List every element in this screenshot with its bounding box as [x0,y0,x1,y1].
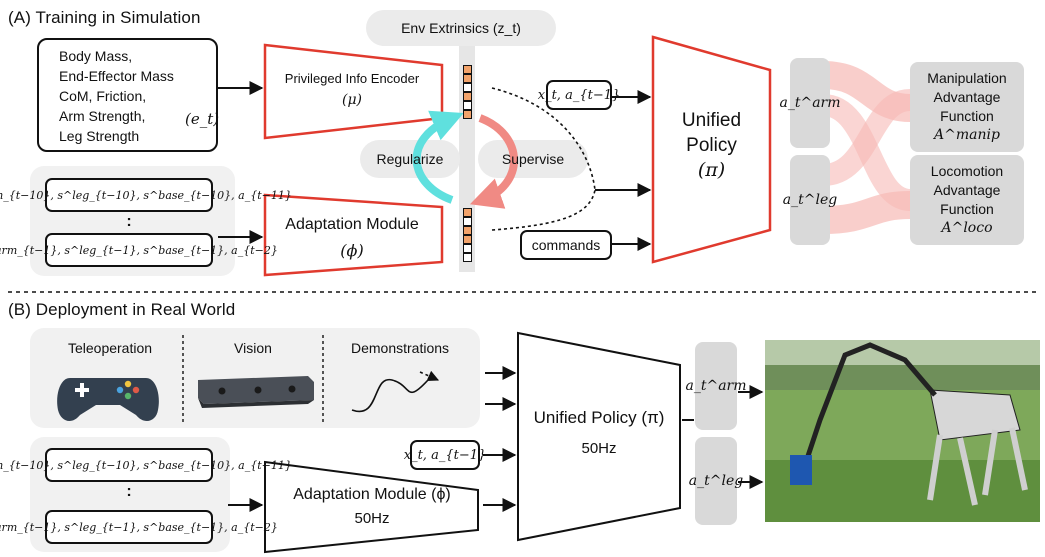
regularize-pill [360,140,460,178]
obs-dots-b: : [126,483,132,500]
obs-dots-a: : [126,213,132,230]
loco-line: Function [940,201,994,217]
loco-line: Advantage [933,182,1001,198]
adaptation-symbol-a: (ϕ) [340,240,364,260]
policy-rate-b: 50Hz [581,440,617,457]
obs-box-top-a: s^arm_{t−10}, s^leg_{t−10}, s^base_{t−10… [0,178,292,212]
obs-box-bottom-a: s^arm_{t−1}, s^leg_{t−1}, s^base_{t−1}, … [0,233,278,267]
adaptation-label-b: Adaptation Module (ϕ) [293,486,451,503]
squiggle-trajectory-icon [351,379,429,413]
commands-box: commands [520,230,612,260]
privileged-line: Arm Strength, [59,108,146,124]
section-a-title: (A) Training in Simulation [8,8,201,27]
privileged-line: CoM, Friction, [59,88,147,104]
manip-line: Manipulation [927,70,1007,86]
a-leg-pill-b: a_t^leg [689,437,743,525]
depth-camera-icon [198,376,314,408]
policy-line-2: Policy [686,135,737,156]
input-demonstrations: Demonstrations [350,340,450,356]
env-extrinsics-label: Env Extrinsics (z_t) [401,20,521,36]
obs-box-top-b: s^arm_{t−10}, s^leg_{t−10}, s^base_{t−10… [0,448,292,482]
encoder-symbol: (μ) [341,92,363,108]
adaptation-label-a: Adaptation Module [285,216,419,233]
policy-line-1: Unified [681,110,742,131]
manip-adv-box: Manipulation Advantage Function A^manip [910,62,1024,152]
privileged-line: End-Effector Mass [59,68,174,84]
loco-line: Locomotion [930,163,1004,179]
encoder-label: Privileged Info Encoder [284,70,420,86]
adaptation-trapezoid-b [264,460,479,554]
loco-adv-box: Locomotion Advantage Function A^loco [910,155,1024,245]
policy-label-a: Unified Policy (π) [653,108,770,183]
manip-symbol: A^manip [934,127,1000,143]
env-extrinsics-pill [366,10,556,46]
policy-trapezoid-b [517,331,681,542]
regularize-label: Regularize [376,151,444,167]
a-arm-pill-b: a_t^arm [685,342,747,430]
a-arm-pill-a: a_t^arm [779,58,841,148]
policy-label-b: Unified Policy (π) [533,408,665,427]
gamepad-icon [57,378,159,422]
privileged-info-box: Body Mass, End-Effector Mass CoM, Fricti… [37,38,220,152]
supervise-label: Supervise [501,151,565,167]
input-vision: Vision [234,340,272,356]
manip-line: Advantage [933,89,1001,105]
policy-symbol: (π) [697,159,726,181]
adaptation-rate-b: 50Hz [354,510,390,527]
section-b-title: (B) Deployment in Real World [8,300,236,319]
state-box-a: x_t, a_{t−1} [538,80,620,110]
a-leg-pill-a: a_t^leg [783,155,837,245]
loco-symbol: A^loco [941,220,993,236]
robot-photo [765,340,1040,522]
privileged-symbol: (e_t) [185,110,220,128]
privileged-line: Leg Strength [59,128,140,144]
policy-trapezoid-a [651,35,772,264]
manip-line: Function [940,108,994,124]
privileged-line: Body Mass, [59,48,133,64]
supervise-pill [478,140,588,178]
obs-box-bottom-b: s^arm_{t−1}, s^leg_{t−1}, s^base_{t−1}, … [0,510,278,544]
input-teleoperation: Teleoperation [67,340,153,356]
adaptation-trapezoid-a [263,193,444,277]
state-box-b: x_t, a_{t−1} [404,440,486,470]
